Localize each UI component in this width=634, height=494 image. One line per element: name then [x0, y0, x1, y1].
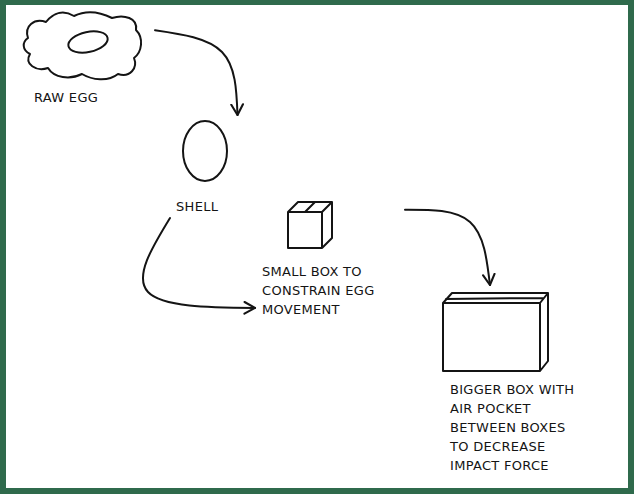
sketch-figure [170, 115, 245, 197]
small-box-cube [288, 202, 332, 248]
sketch-figure [440, 285, 625, 380]
curved-arrow [143, 218, 255, 308]
handwritten-label: SHELL [176, 197, 246, 216]
bigger-box-cube [443, 293, 548, 371]
shell-oval [183, 121, 227, 181]
yolk-outline [66, 28, 109, 56]
egg-white-outline [24, 12, 141, 79]
curved-arrow [405, 210, 490, 285]
bigger-box-node: BIGGER BOX WITH AIR POCKET BETWEEN BOXES… [440, 285, 625, 477]
small-box-node: SMALL BOX TO CONSTRAIN EGG MOVEMENT [255, 190, 405, 321]
sketch-figure [20, 8, 155, 88]
sketch-figure [255, 190, 405, 262]
shell-node: SHELL [170, 115, 245, 218]
handwritten-label: SMALL BOX TO CONSTRAIN EGG MOVEMENT [262, 262, 380, 319]
handwritten-label: RAW EGG [34, 88, 154, 107]
raw-egg-node: RAW EGG [20, 8, 155, 109]
curved-arrow [155, 30, 238, 115]
sketch-sheet: RAW EGG SHELL SMALL BOX TO CONSTRAIN EGG M… [6, 5, 628, 488]
handwritten-label: BIGGER BOX WITH AIR POCKET BETWEEN BOXES… [450, 380, 588, 475]
